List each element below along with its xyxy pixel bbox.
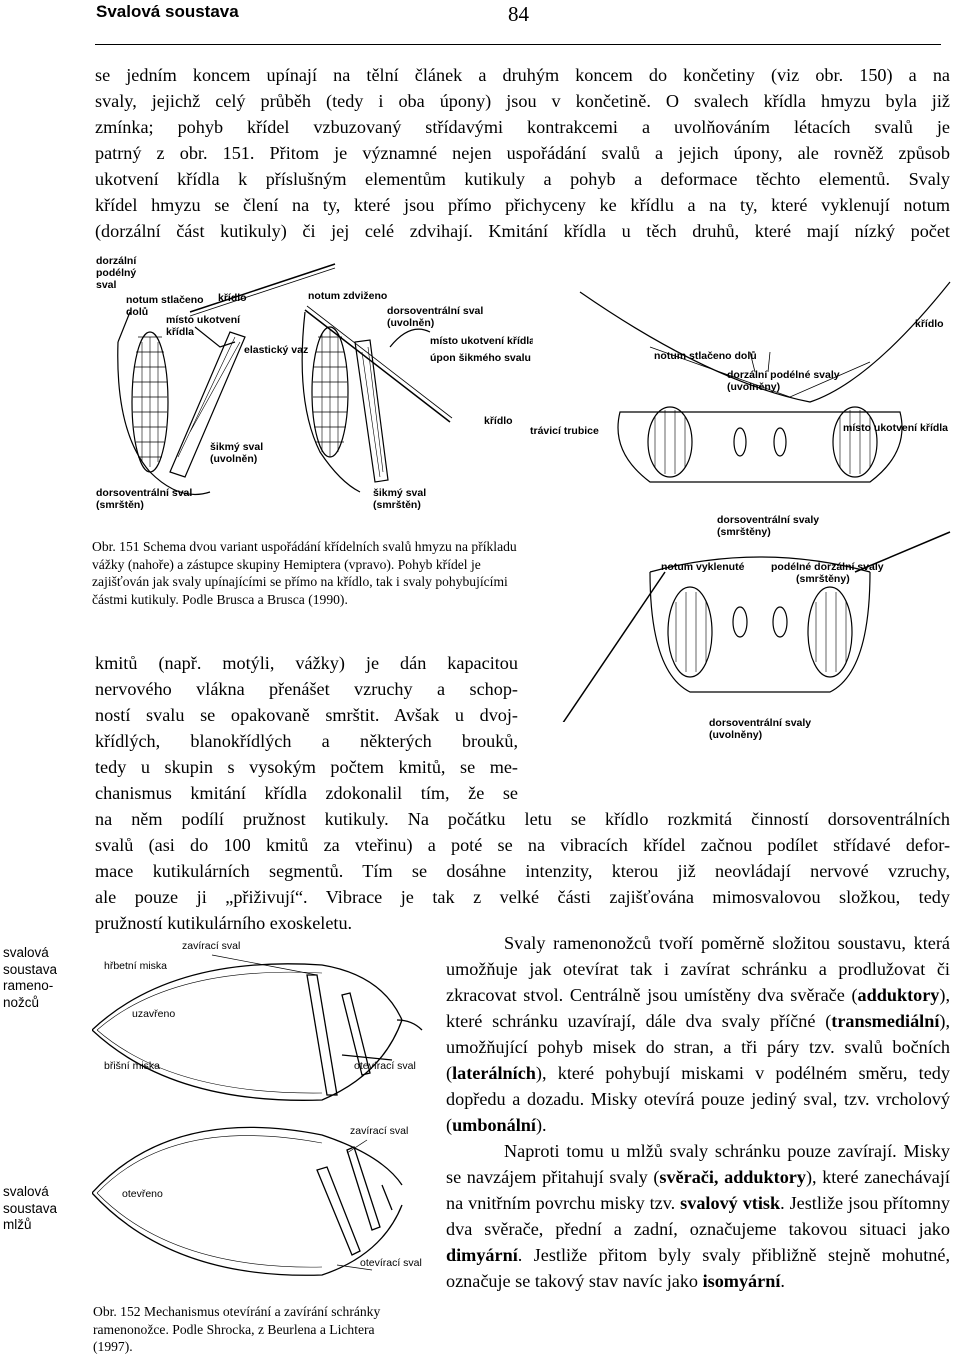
- label-travici-trubice: trávicí trubice: [530, 425, 599, 437]
- label-dolu: dolů: [126, 306, 149, 318]
- label-dorsoventralni-smrsten: dorsoventrální sval: [96, 487, 193, 499]
- right-column-text: Svaly ramenonožců tvoří poměrně složitou…: [446, 930, 950, 1294]
- label-dorzalni: dorzální: [96, 255, 137, 267]
- text-line: patrný z obr. 151. Přitom je významné ne…: [95, 143, 950, 163]
- text-line: (dorzální část kutikuly) či jej celé zdv…: [95, 221, 950, 241]
- text-run: . Jestliže jsou přítomny dva svěrače, př…: [446, 1193, 950, 1239]
- header-rule: [95, 44, 941, 45]
- label-kridla: křídla: [166, 326, 195, 338]
- label-oteviraci-sval-2: otevírací sval: [360, 1257, 422, 1269]
- label-kridlo-right: křídlo: [915, 318, 944, 330]
- label-otevreno: otevřeno: [122, 1188, 163, 1200]
- label-dorsoventralni-svaly-smrsteny: dorsoventrální svaly: [717, 514, 820, 526]
- figure-152-drawing: [92, 954, 423, 1276]
- label-notum-stlaceno-dolu: notum stlačeno dolů: [654, 350, 757, 362]
- term-isomyarni: isomyární: [702, 1271, 781, 1291]
- term-sveraci: svěrači, adduktory: [659, 1167, 806, 1187]
- figure-152: zavírací sval hřbetní miska uzavřeno bři…: [92, 935, 427, 1300]
- text-line: křídel hmyzu se člení na ty, které jsou …: [95, 195, 950, 215]
- text-line: zmínka; pohyb křídel vzbuzovaný střídavý…: [95, 117, 950, 137]
- label-sikmy-smrsten: šikmý sval: [373, 487, 427, 499]
- label-hrbetni-miska: hřbetní miska: [104, 960, 168, 972]
- text-run: Naproti tomu u mlžů svaly schránku pouze…: [446, 1141, 950, 1187]
- label-elasticky-vaz: elastický vaz: [244, 344, 309, 356]
- text-line: křídlých, blanokřídlých a některých brou…: [95, 731, 518, 751]
- label-smrsteny: (smrštěny): [717, 526, 771, 538]
- text-line: tedy u skupin s vysokým počtem kmitů, se…: [95, 757, 518, 777]
- running-header-title: Svalová soustava: [96, 2, 239, 21]
- term-transmedialni: transmediální: [831, 1011, 940, 1031]
- text-line: ností svalu se opakovaně smrštit. Avšak …: [95, 705, 518, 725]
- figure-152-caption: Obr. 152 Mechanismus otevírání a zavírán…: [93, 1304, 381, 1354]
- text-run: . Jestliže přitom byly svaly přibližně s…: [446, 1245, 950, 1291]
- label-misto-ukotveni: místo ukotvení: [166, 314, 241, 326]
- figure-151-drawing: [117, 263, 951, 722]
- figure-151: dorzální podélný sval notum stlačeno dol…: [90, 252, 960, 741]
- text-line: pružností kutikulárního exoskeletu.: [95, 913, 353, 933]
- label-bristni-miska: břišní miska: [104, 1060, 161, 1072]
- top-paragraph: se jedním koncem upínají na tělní článek…: [95, 62, 950, 244]
- page-number: 84: [508, 2, 529, 26]
- label-notum-vyklenute: notum vyklenuté: [661, 561, 745, 573]
- label-uvolnen: (uvolněn): [387, 317, 435, 329]
- label-smrsteny-2: (smrštěny): [796, 573, 850, 585]
- label-sikmy-uvolnen-2: (uvolněn): [210, 453, 258, 465]
- text-line: mace kutikulárních segmentů. Tím se dosá…: [95, 861, 950, 881]
- margin-note-brachiopods: svalová soustava rameno-nožců: [3, 945, 58, 1010]
- term-adduktory: adduktory: [857, 985, 940, 1005]
- label-dorsoventralni-svaly-uvolneny: dorsoventrální svaly: [709, 717, 812, 729]
- text-run: ), umožňující pohyb misek do stran, a tř…: [446, 1011, 950, 1083]
- label-smrsten-2: (smrštěn): [373, 499, 421, 511]
- text-line: nervového vlákna přenášet vzruchy a scho…: [95, 679, 518, 699]
- text-line: se jedním koncem upínají na tělní článek…: [95, 65, 950, 85]
- text-line: svaly, jejichž celý průběh (tedy i oba ú…: [95, 91, 950, 111]
- text-line: ale pouze ji „přiživují“. Vibrace je tak…: [95, 887, 950, 907]
- label-notum-zdvizeno: notum zdviženo: [308, 290, 388, 302]
- text-run: ), které schránku uzavírají, dále dva sv…: [446, 985, 950, 1031]
- label-zaviraci-sval-2: zavírací sval: [350, 1125, 409, 1137]
- figure-151-caption: Obr. 151 Schema dvou variant uspořádání …: [92, 539, 517, 607]
- middle-full-paragraph: na něm podílí pružnost kutikuly. Na počá…: [95, 806, 950, 936]
- middle-narrow-paragraph: kmitů (např. motýli, vážky) je dán kapac…: [95, 650, 518, 806]
- label-sval: sval: [96, 279, 117, 291]
- text-run: ).: [535, 1115, 547, 1135]
- label-podelne-dorzalni: podélné dorzální svaly: [771, 561, 884, 573]
- label-upon-sikmeho: úpon šikmého svalu: [430, 352, 531, 364]
- label-uvolneny-2: (uvolněny): [709, 729, 763, 741]
- text-line: na něm podílí pružnost kutikuly. Na počá…: [95, 809, 950, 829]
- text-run: ), které pohybují miskami v podélném smě…: [446, 1063, 950, 1135]
- label-podelny: podélný: [96, 267, 137, 279]
- term-svalovy-vtisk: svalový vtisk: [680, 1193, 781, 1213]
- label-sikmy-uvolnen: šikmý sval: [210, 441, 264, 453]
- paragraph-brachiopods: Svaly ramenonožců tvoří poměrně složitou…: [446, 930, 950, 1138]
- text-line: chanismus kmitání křídla zdokonalil tím,…: [95, 783, 518, 803]
- term-dimyarni: dimyární: [446, 1245, 518, 1265]
- label-dorzalni-podelne: dorzální podélné svaly: [727, 369, 840, 381]
- label-zaviraci-sval-top: zavírací sval: [182, 940, 241, 952]
- text-run: ), které zanechávají na vnitřním povrchu…: [446, 1167, 950, 1213]
- label-kridlo-1: křídlo: [218, 292, 247, 304]
- text-line: ukotvení křídla k příslušným elementům k…: [95, 169, 950, 189]
- label-dorsoventralni-uvolnen: dorsoventrální sval: [387, 305, 484, 317]
- text-line: kmitů (např. motýli, vážky) je dán kapac…: [95, 653, 518, 673]
- label-uvolneny: (uvolněny): [727, 381, 781, 393]
- label-misto-ukotveni-kridla: místo ukotvení křídla: [430, 335, 533, 347]
- label-smrsten: (smrštěn): [96, 499, 144, 511]
- label-uzavreno: uzavřeno: [132, 1008, 176, 1020]
- paragraph-molluscs: Naproti tomu u mlžů svaly schránku pouze…: [446, 1138, 950, 1294]
- text-run: Svaly ramenonožců tvoří poměrně složitou…: [446, 933, 950, 1005]
- text-line: svalů (asi do 100 kmitů za vteřinu) a po…: [95, 835, 950, 855]
- margin-note-molluscs: svalová soustava mlžů: [3, 1184, 58, 1232]
- label-misto-ukotveni-right: místo ukotvení křídla: [843, 422, 949, 434]
- label-oteviraci-sval-1: otevírací sval: [354, 1060, 416, 1072]
- label-notum-stlaceno: notum stlačeno: [126, 294, 204, 306]
- term-umbonalni: umbonální: [452, 1115, 536, 1135]
- text-run: .: [780, 1271, 785, 1291]
- term-lateralnich: laterálních: [452, 1063, 536, 1083]
- label-kridlo-2: křídlo: [484, 415, 513, 427]
